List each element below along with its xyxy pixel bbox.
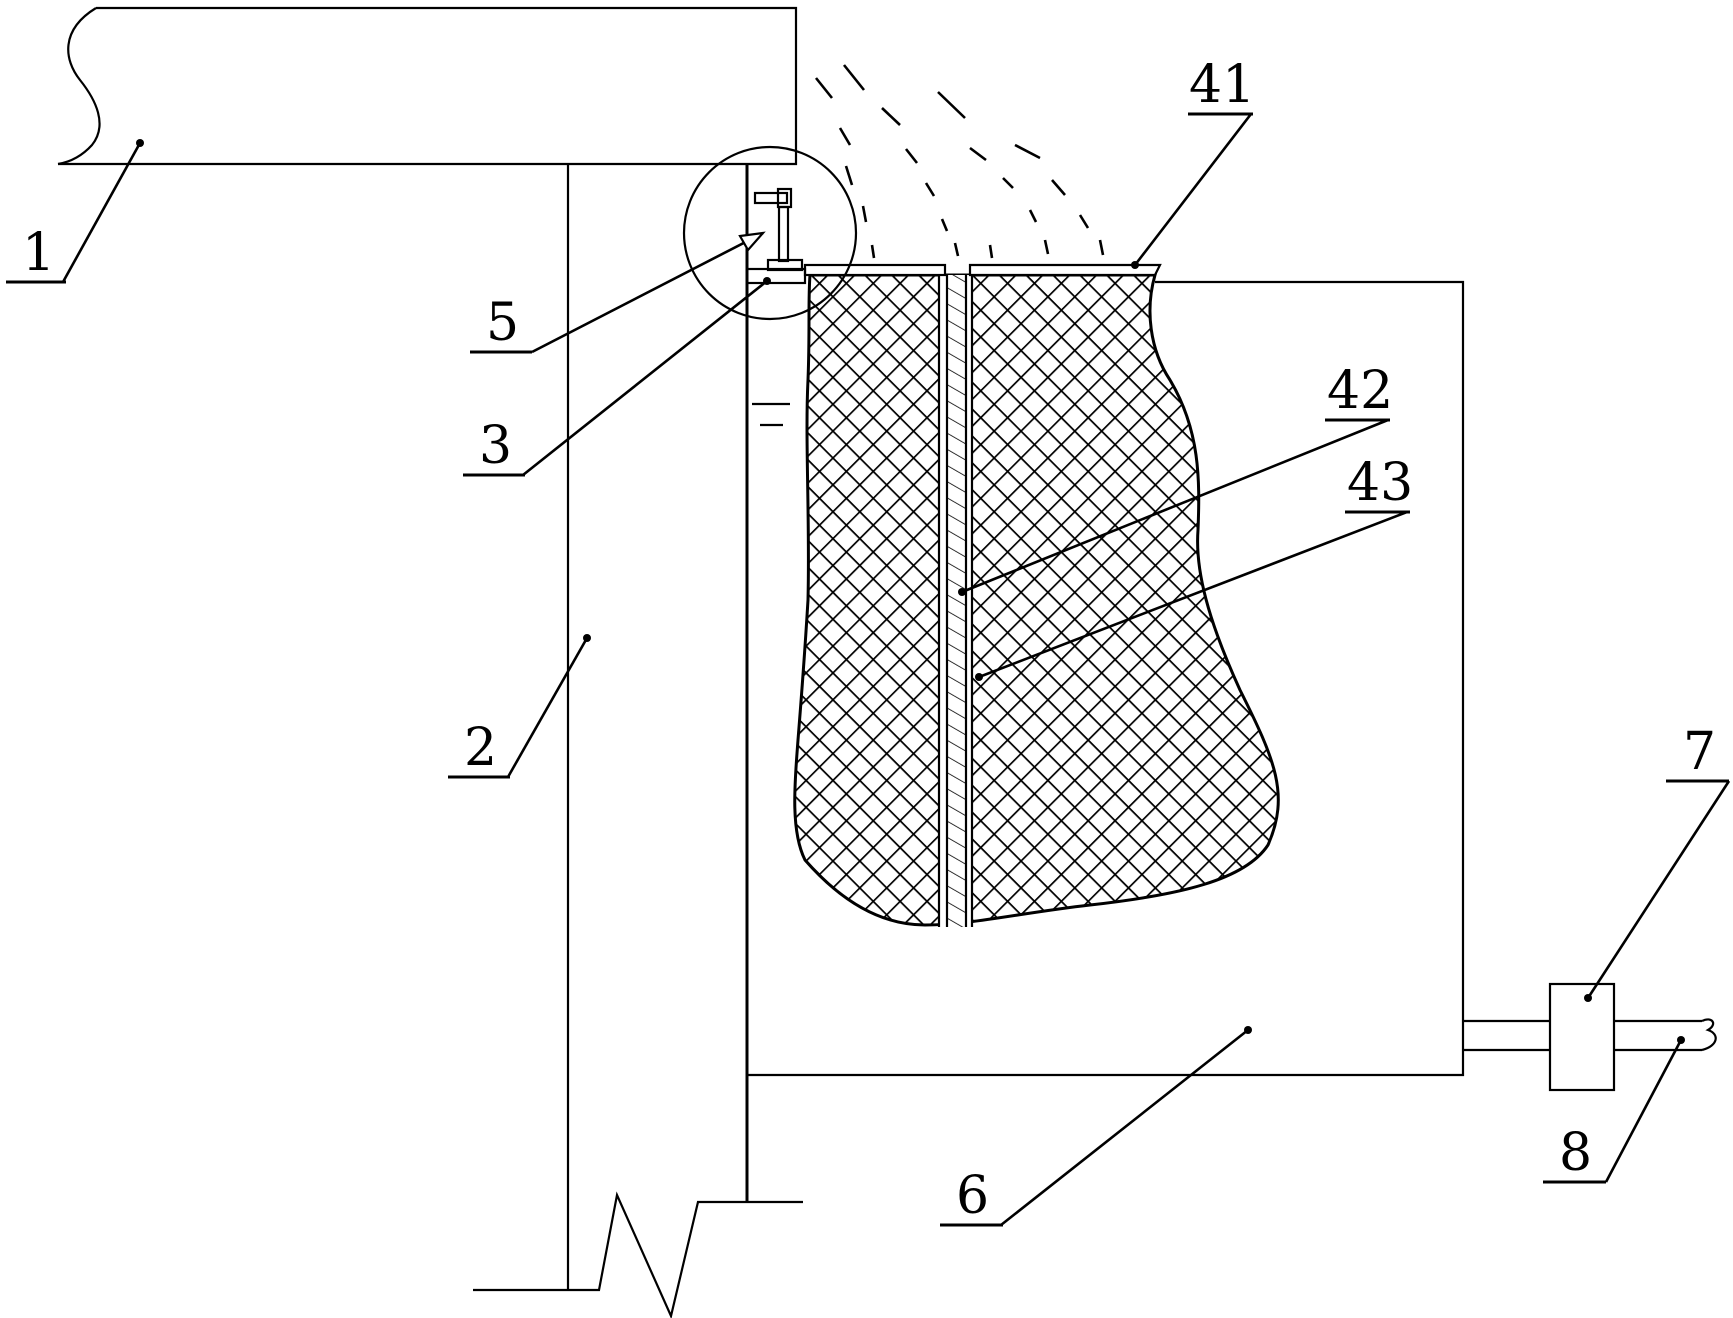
leader-41 bbox=[1131, 113, 1253, 269]
label-8: 8 bbox=[1559, 1123, 1592, 1183]
label-underlines bbox=[6, 112, 1729, 1227]
leader-3 bbox=[522, 277, 771, 477]
label-3: 3 bbox=[479, 416, 512, 476]
wall-2 bbox=[473, 164, 803, 1318]
water-spray bbox=[814, 64, 1105, 259]
outlet-pipe-8 bbox=[1463, 1018, 1717, 1052]
label-5: 5 bbox=[486, 293, 519, 353]
label-6: 6 bbox=[956, 1166, 989, 1226]
label-41: 41 bbox=[1189, 55, 1255, 115]
planting-bag-43 bbox=[793, 273, 1280, 927]
label-1: 1 bbox=[22, 223, 55, 283]
label-7: 7 bbox=[1683, 722, 1716, 782]
leader-42 bbox=[958, 418, 1389, 596]
label-2: 2 bbox=[464, 718, 497, 778]
beam-1 bbox=[57, 6, 798, 166]
leader-6 bbox=[1000, 1026, 1252, 1227]
detail-circle bbox=[682, 145, 858, 321]
nozzle-5 bbox=[753, 187, 804, 272]
label-43: 43 bbox=[1347, 453, 1413, 513]
central-pipe-42 bbox=[937, 275, 974, 927]
tank-6 bbox=[747, 280, 1465, 1077]
leader-7 bbox=[1584, 780, 1731, 1002]
valve-7 bbox=[1548, 982, 1616, 1092]
leader-5 bbox=[531, 231, 766, 354]
label-42: 42 bbox=[1327, 361, 1393, 421]
leader-2 bbox=[506, 634, 591, 778]
bracket-3 bbox=[745, 267, 807, 285]
leader-8 bbox=[1604, 1036, 1685, 1183]
leader-1 bbox=[61, 139, 144, 283]
top-plate-41 bbox=[803, 263, 1162, 277]
leader-43 bbox=[975, 510, 1408, 681]
